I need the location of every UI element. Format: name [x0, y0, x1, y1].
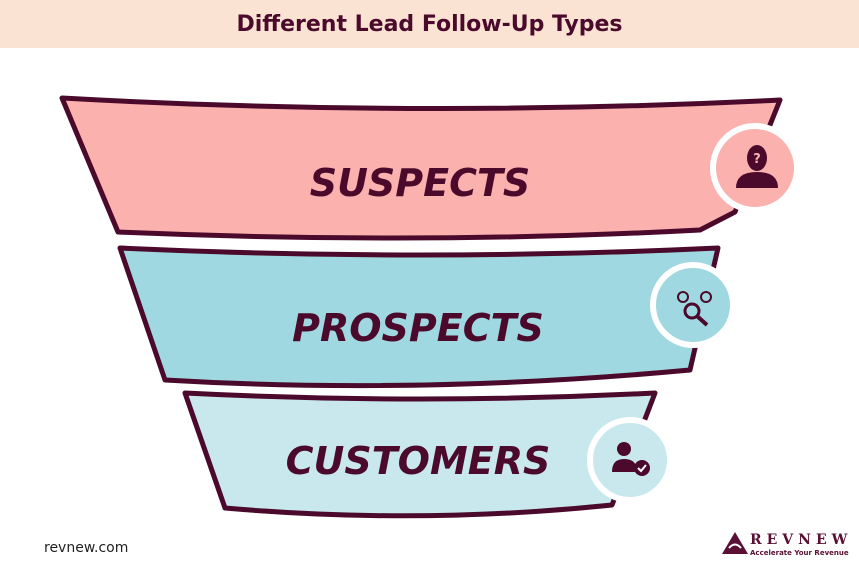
stage-prospects: PROSPECTS [117, 245, 721, 389]
revnew-logo-icon [722, 532, 748, 554]
unknown-person-icon: ? [710, 123, 800, 213]
stage-label: PROSPECTS [292, 306, 544, 350]
stage-label: CUSTOMERS [286, 439, 551, 483]
brand-tagline: Accelerate Your Revenue [750, 549, 849, 557]
page-title: Different Lead Follow-Up Types [236, 11, 623, 37]
website-url: revnew.com [44, 540, 129, 556]
stage-customers: CUSTOMERS [182, 390, 658, 519]
search-people-icon [650, 262, 736, 348]
brand-name: REVNEW [750, 532, 853, 548]
stage-suspects: SUSPECTS [59, 95, 783, 241]
stage-label: SUSPECTS [310, 161, 531, 205]
svg-text:?: ? [753, 152, 761, 167]
header-banner: Different Lead Follow-Up Types [0, 0, 859, 48]
verified-customer-icon [587, 417, 673, 503]
